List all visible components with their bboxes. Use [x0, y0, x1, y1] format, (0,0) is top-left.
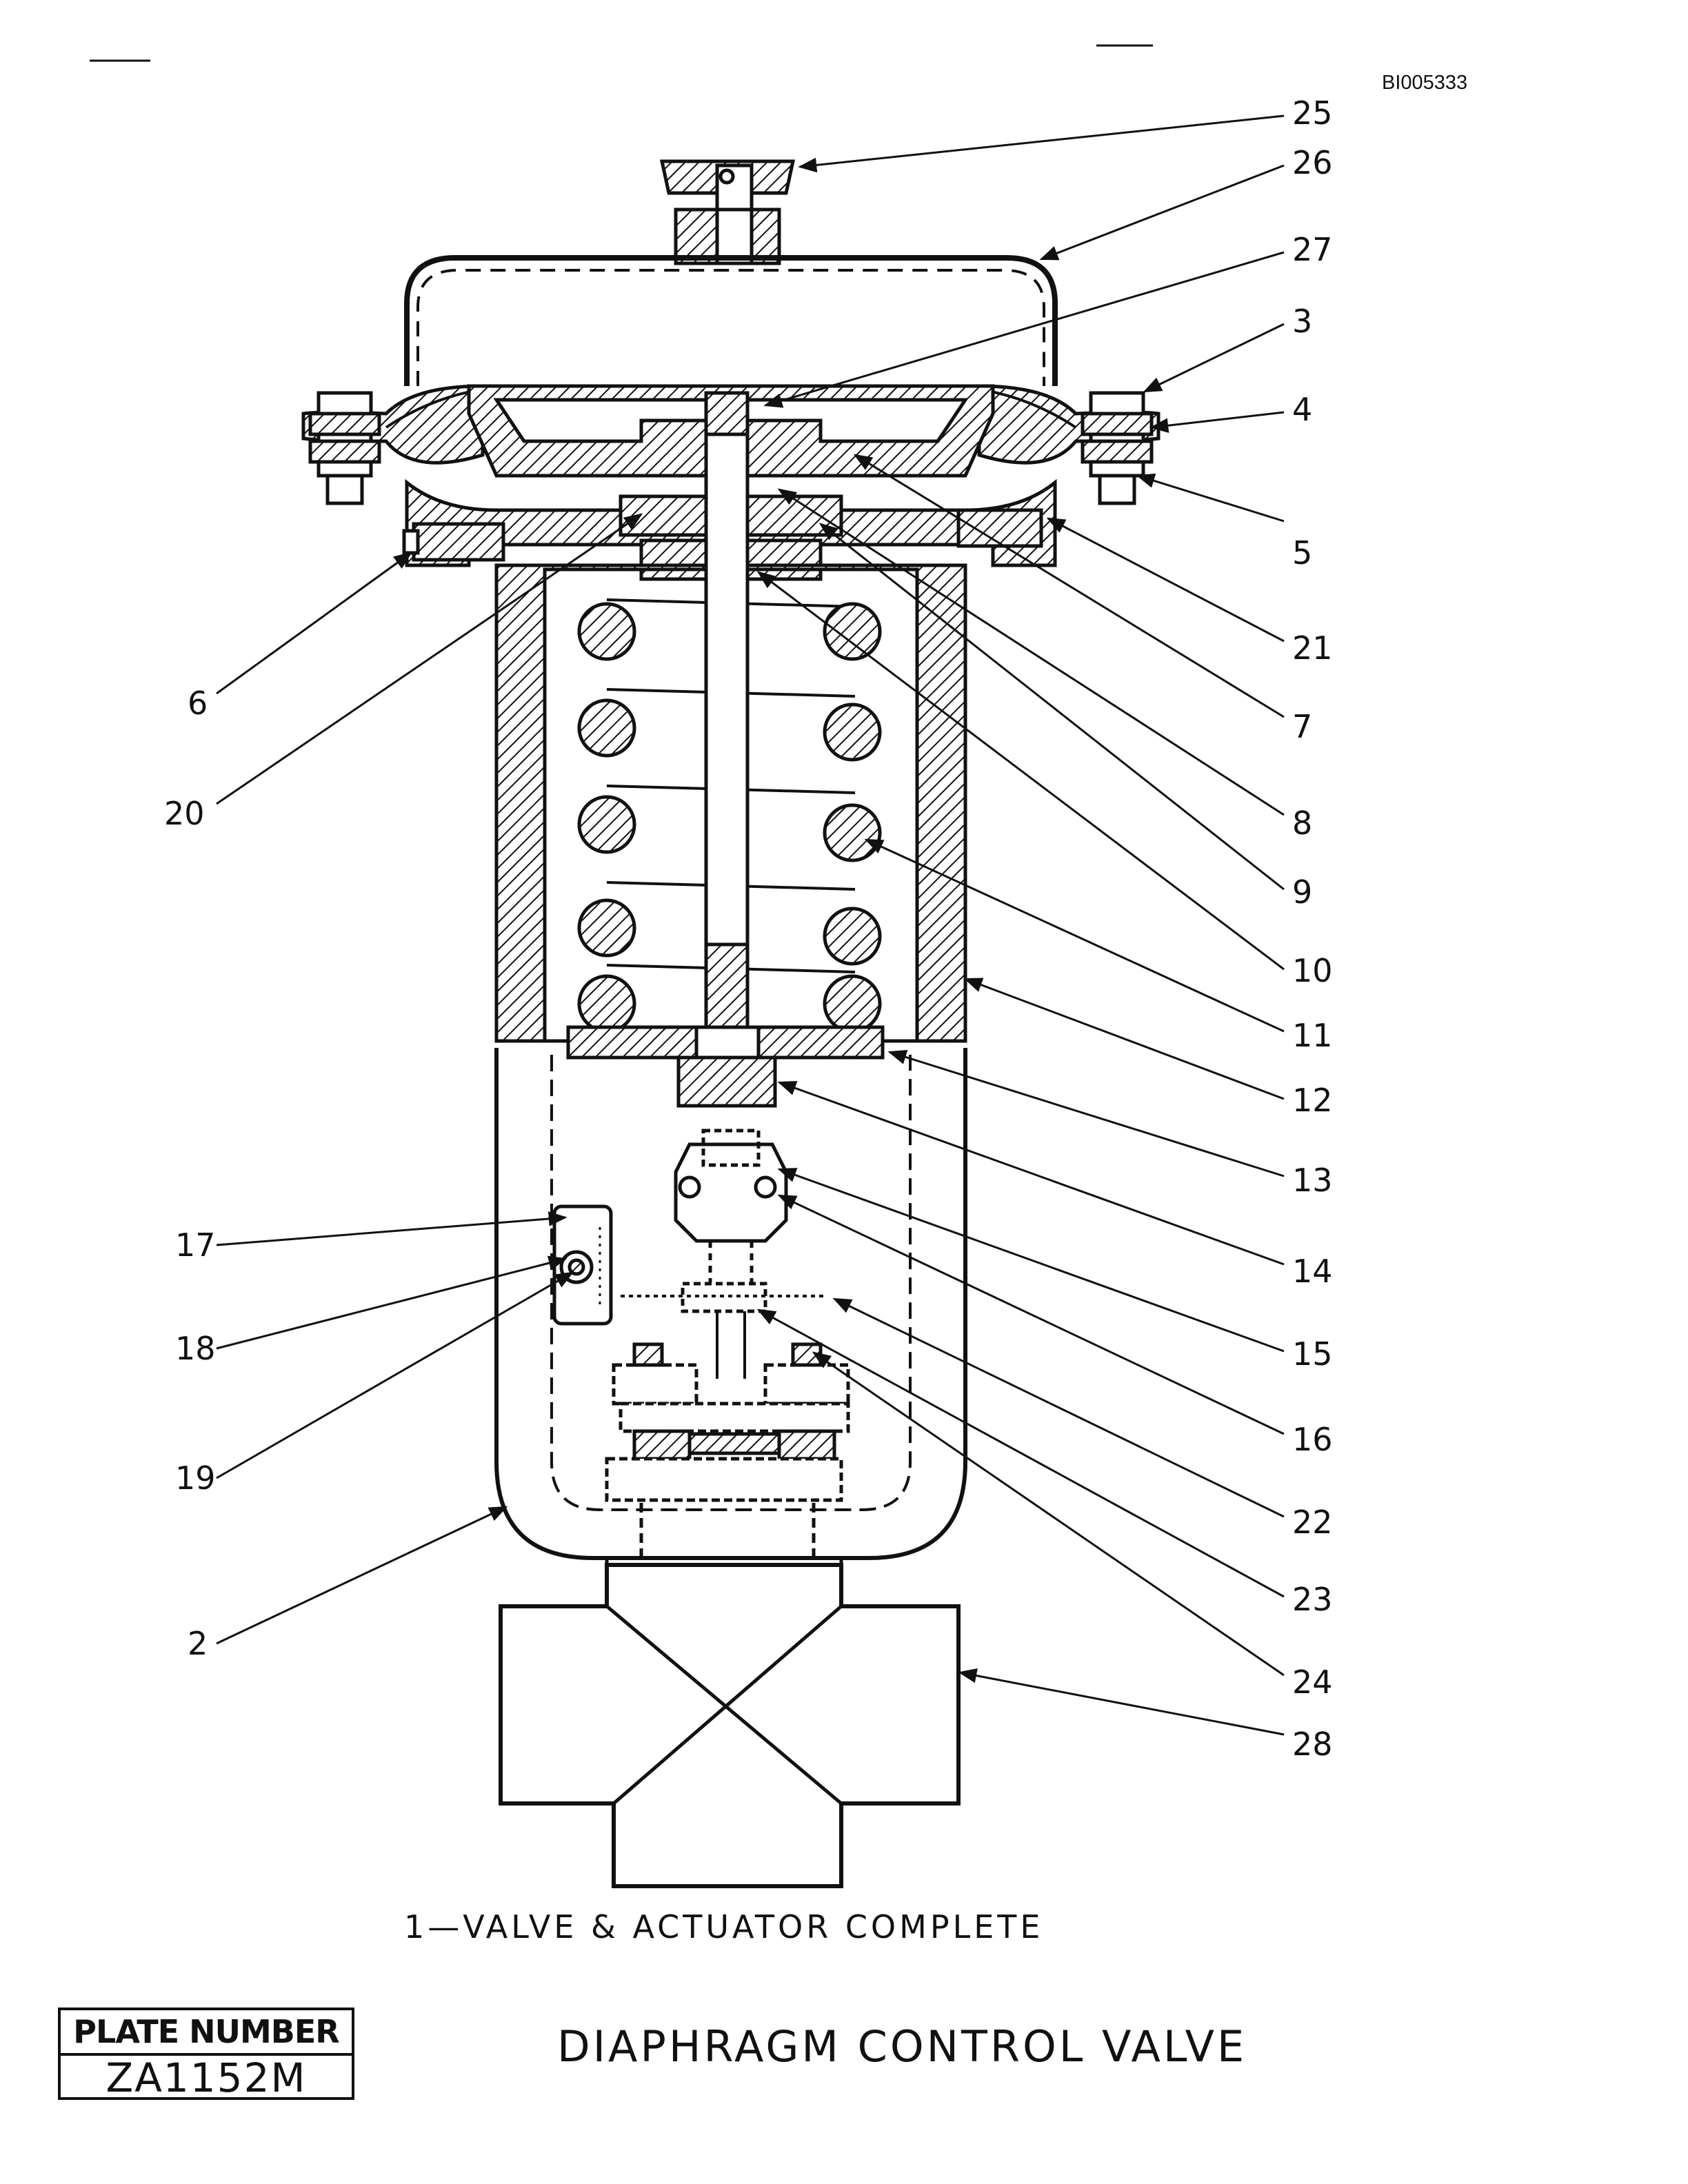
stem-connector — [674, 1142, 788, 1243]
callout-20: 20 — [164, 795, 205, 832]
valve-body — [499, 1563, 961, 1888]
upper-diaphragm-case — [404, 255, 1058, 386]
callout-numbers: 25 26 27 3 4 5 21 7 8 9 10 11 12 13 14 1… — [164, 94, 1333, 1763]
packing-gland — [605, 1342, 850, 1502]
plate-number-value: ZA1152M — [106, 2054, 307, 2101]
callout-12: 12 — [1292, 1082, 1333, 1119]
callout-9: 9 — [1292, 873, 1312, 911]
drawing-title: DIAPHRAGM CONTROL VALVE — [557, 2021, 1247, 2072]
callout-17: 17 — [175, 1226, 216, 1264]
callout-25: 25 — [1292, 94, 1333, 132]
plate-number-label: PLATE NUMBER — [61, 2010, 352, 2056]
leader-lines — [216, 114, 1285, 1736]
assembly-label: 1—VALVE & ACTUATOR COMPLETE — [404, 1908, 1044, 1945]
callout-13: 13 — [1292, 1162, 1333, 1199]
callout-21: 21 — [1292, 629, 1333, 667]
callout-14: 14 — [1292, 1253, 1333, 1290]
callout-18: 18 — [175, 1330, 216, 1367]
callout-15: 15 — [1292, 1335, 1333, 1373]
callout-5: 5 — [1292, 534, 1312, 572]
valve-assembly — [301, 159, 1160, 1888]
callout-11: 11 — [1292, 1017, 1333, 1054]
callout-6: 6 — [188, 685, 208, 722]
callout-7: 7 — [1292, 708, 1312, 745]
callout-28: 28 — [1292, 1726, 1333, 1763]
vent-plug-left — [412, 522, 505, 562]
adjusting-nut — [676, 1055, 777, 1108]
plate-number-box: PLATE NUMBER ZA1152M — [58, 2008, 354, 2100]
callout-3: 3 — [1292, 303, 1312, 340]
callout-8: 8 — [1292, 805, 1312, 842]
callout-22: 22 — [1292, 1504, 1333, 1541]
callout-24: 24 — [1292, 1664, 1333, 1701]
callout-27: 27 — [1292, 231, 1333, 268]
callout-23: 23 — [1292, 1581, 1333, 1618]
document-id: BI005333 — [1382, 72, 1468, 94]
callout-4: 4 — [1292, 391, 1312, 428]
callout-26: 26 — [1292, 144, 1333, 181]
callout-16: 16 — [1292, 1421, 1333, 1458]
vent-plug-right — [956, 508, 1043, 548]
callout-2: 2 — [188, 1625, 208, 1662]
callout-19: 19 — [175, 1459, 216, 1497]
callout-10: 10 — [1292, 952, 1333, 989]
